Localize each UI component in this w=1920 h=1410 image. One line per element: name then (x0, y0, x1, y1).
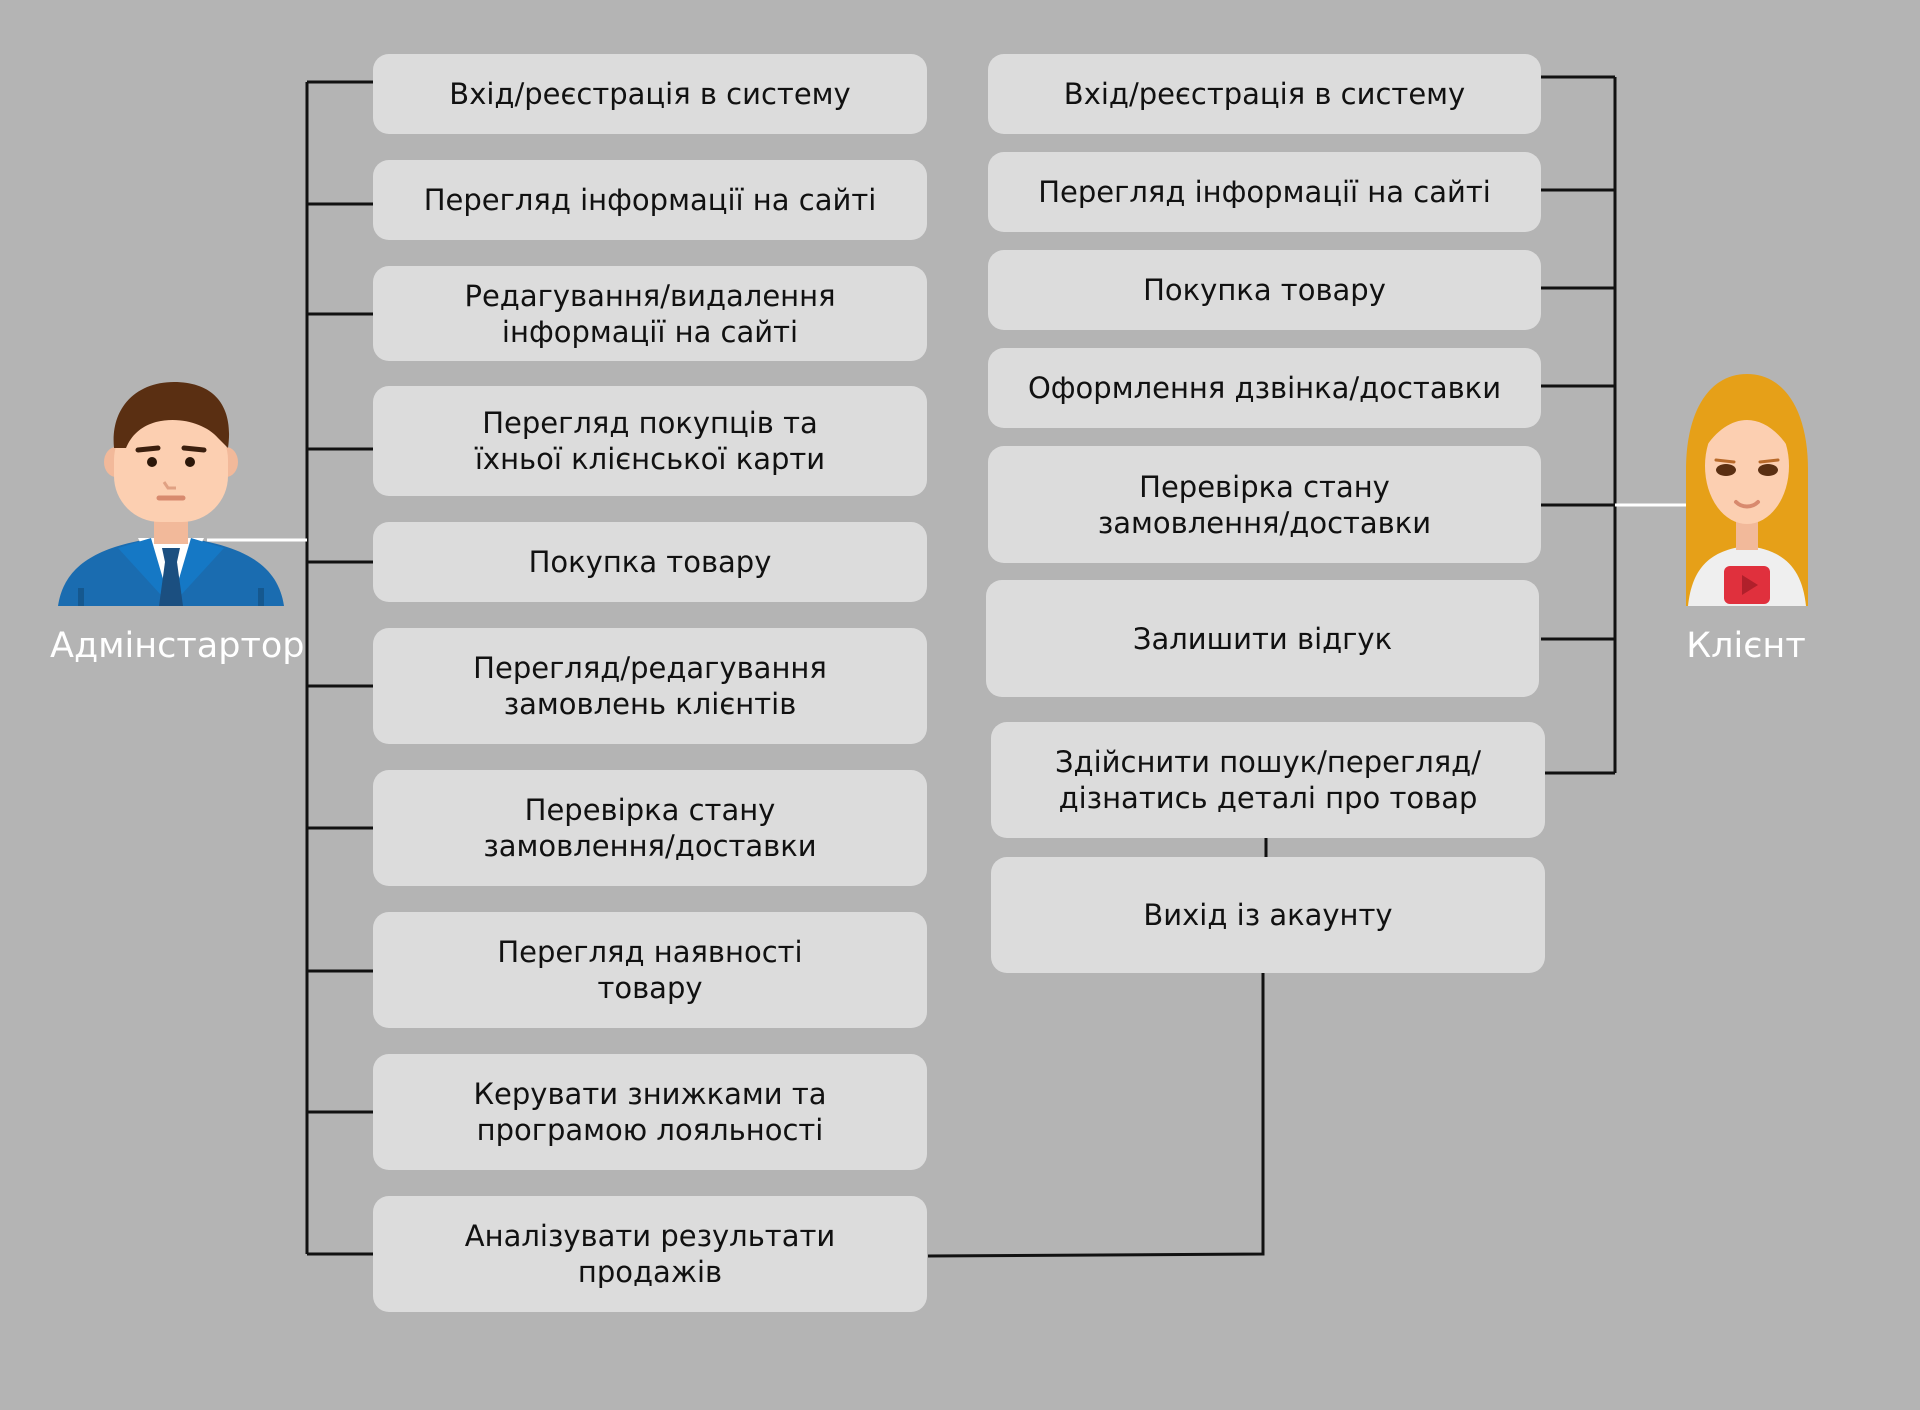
admin-usecase-analytics: Аналізувати результати продажів (373, 1196, 927, 1312)
admin-usecase-stock: Перегляд наявності товару (373, 912, 927, 1028)
client-usecase-view-info: Перегляд інформації на сайті (988, 152, 1541, 232)
client-usecase-review: Залишити відгук (986, 580, 1539, 697)
admin-usecase-edit-orders: Перегляд/редагування замовлень клієнтів (373, 628, 927, 744)
shared-connector (927, 838, 1268, 1258)
admin-usecase-discounts: Керувати знижками та програмою лояльност… (373, 1054, 927, 1170)
client-usecase-logout: Вихід із акаунту (991, 857, 1545, 973)
businessman-avatar-icon (58, 382, 284, 606)
client-usecase-order-status: Перевірка стану замовлення/доставки (988, 446, 1541, 563)
client-bracket (1541, 75, 1617, 775)
client-usecase-purchase: Покупка товару (988, 250, 1541, 330)
admin-usecase-view-customers: Перегляд покупців та їхньої клієнської к… (373, 386, 927, 496)
admin-usecase-login: Вхід/реєстрація в систему (373, 54, 927, 134)
woman-avatar-icon (1686, 374, 1808, 606)
client-usecase-login: Вхід/реєстрація в систему (988, 54, 1541, 134)
client-actor-label: Клієнт (1686, 626, 1806, 666)
sales-to-logout-line (927, 973, 1265, 1258)
admin-bracket (305, 80, 373, 1256)
admin-usecase-purchase: Покупка товару (373, 522, 927, 602)
admin-usecase-order-status: Перевірка стану замовлення/доставки (373, 770, 927, 886)
admin-usecase-edit-info: Редагування/видалення інформації на сайт… (373, 266, 927, 361)
client-usecase-order-call: Оформлення дзвінка/доставки (988, 348, 1541, 428)
client-usecase-search: Здійснити пошук/перегляд/ дізнатись дета… (991, 722, 1545, 838)
admin-actor-label: Адмінстартор (50, 626, 305, 666)
admin-usecase-view-info: Перегляд інформації на сайті (373, 160, 927, 240)
